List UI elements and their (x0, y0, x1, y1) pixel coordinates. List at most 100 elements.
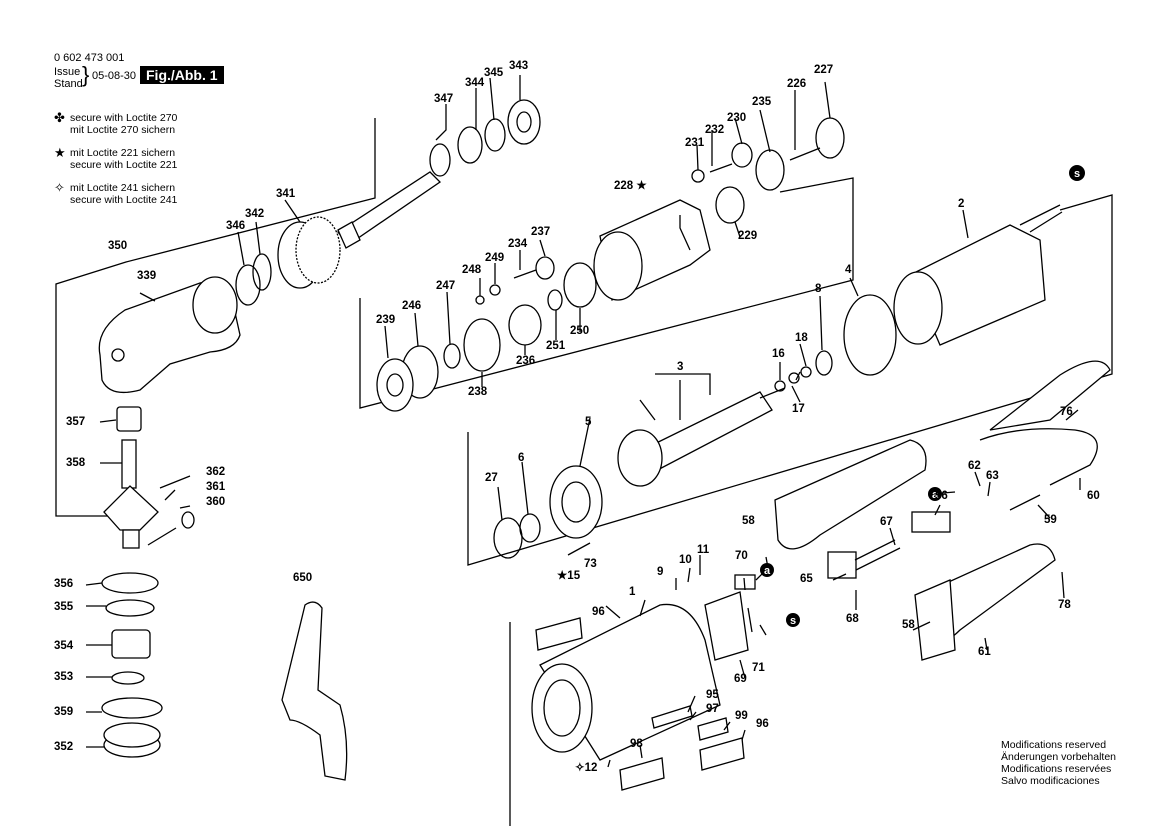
figure-label: Fig./Abb. 1 (140, 66, 224, 84)
assembly-bracket-motor (467, 194, 1113, 566)
brace-icon: } (82, 62, 90, 87)
part-label-15: ★15 (557, 570, 581, 582)
plate-69 (704, 591, 749, 661)
part-label-95: 95 (706, 689, 719, 701)
issue-label: Issue (54, 66, 81, 78)
leader-lines (85, 75, 1081, 768)
part-label-236: 236 (516, 355, 536, 367)
connector-mark-s-wires: s (790, 615, 796, 627)
part-label-237: 237 (531, 226, 551, 238)
part-label-352: 352 (54, 741, 74, 753)
grommet-76 (989, 360, 1111, 431)
part-label-339: 339 (137, 270, 157, 282)
part-label-650: 650 (293, 572, 313, 584)
ring-251 (547, 289, 563, 311)
part-label-227: 227 (814, 64, 834, 76)
plate-95 (651, 705, 693, 729)
part-label-229: 229 (738, 230, 758, 242)
part-label-9: 9 (657, 566, 664, 578)
cable-60 (979, 428, 1098, 486)
legend-loctite-241: ✧ mit Loctite 241 sichern secure with Lo… (54, 180, 178, 206)
issue-date: 05-08-30 (92, 70, 137, 82)
part-label-27: 27 (485, 472, 498, 484)
washer-27 (493, 517, 523, 559)
part-label-99: 99 (735, 710, 748, 722)
part-label-96-top: 96 (592, 606, 605, 618)
part-label-10: 10 (679, 554, 692, 566)
part-label-342: 342 (245, 208, 265, 220)
part-label-359: 359 (54, 706, 74, 718)
screw-15 (567, 542, 591, 556)
loctite-221-star-icon: ★ (54, 145, 66, 160)
washer-18 (800, 366, 812, 378)
part-label-251: 251 (546, 340, 566, 352)
part-label-249: 249 (485, 252, 505, 264)
angle-head-339 (98, 276, 241, 394)
part-label-362: 362 (206, 466, 226, 478)
pin-226 (789, 147, 821, 161)
part-label-3: 3 (677, 361, 684, 373)
handle-shell-lower-58 (914, 543, 1056, 661)
part-label-2: 2 (958, 198, 965, 210)
label-96-top (535, 617, 583, 651)
part-label-56: 56 (935, 490, 948, 502)
part-label-232: 232 (705, 124, 725, 136)
label-98 (619, 757, 665, 791)
bush-357 (116, 406, 142, 432)
gear-230 (731, 142, 753, 168)
part-label-1: 1 (629, 586, 636, 598)
side-handle-650 (281, 601, 348, 781)
part-label-97: 97 (706, 703, 719, 715)
document-part-number: 0 602 473 001 (54, 52, 125, 64)
armature-3 (617, 387, 786, 487)
terminal-56 (911, 511, 951, 533)
bracket-5 (549, 465, 603, 539)
needle-bearing-354 (111, 629, 151, 659)
part-label-65: 65 (800, 573, 813, 585)
part-label-69: 69 (734, 673, 747, 685)
knurled-nut-341 (277, 216, 341, 289)
bearing-356 (101, 572, 159, 594)
stand-label: Stand (54, 78, 83, 90)
washer-17 (788, 372, 800, 384)
nut-249 (489, 284, 501, 296)
pin-234 (513, 269, 537, 279)
gear-237 (535, 256, 555, 280)
assembly-bracket-350 (55, 118, 376, 517)
part-label-248: 248 (462, 264, 482, 276)
part-label-8: 8 (815, 283, 822, 295)
connector-mark-a-cable: a (932, 489, 939, 501)
part-label-353: 353 (54, 671, 74, 683)
ring-238 (463, 318, 501, 372)
screw-361 (147, 527, 177, 546)
connector-mark-a-clip: a (764, 565, 771, 577)
handle-shell-upper-58 (774, 439, 927, 550)
washer-248 (475, 295, 485, 305)
connector-mark-s-top: s (1074, 168, 1080, 180)
part-label-62: 62 (968, 460, 981, 472)
part-label-346: 346 (226, 220, 246, 232)
part-label-234: 234 (508, 238, 528, 250)
gear-housing-228 (593, 199, 711, 301)
part-label-230: 230 (727, 112, 747, 124)
pin-232 (709, 163, 733, 173)
cord-59 (1009, 494, 1041, 511)
legend-loctite-270: ✤ secure with Loctite 270 mit Loctite 27… (54, 110, 178, 136)
part-label-238: 238 (468, 386, 488, 398)
part-label-61: 61 (978, 646, 991, 658)
part-label-98: 98 (630, 738, 643, 750)
motor-housing-1 (531, 603, 721, 761)
ring-250 (563, 262, 597, 308)
legend-loctite-221: ★ mit Loctite 221 sichern secure with Lo… (54, 145, 178, 171)
bearing-344 (457, 126, 483, 164)
disc-227 (815, 117, 845, 159)
part-label-16: 16 (772, 348, 785, 360)
spindle-347 (337, 143, 451, 249)
part-label-60: 60 (1087, 490, 1100, 502)
washer-16 (774, 380, 786, 392)
gear-229 (715, 186, 745, 224)
ring-359 (101, 697, 163, 719)
part-label-18: 18 (795, 332, 808, 344)
part-label-250: 250 (570, 325, 590, 337)
